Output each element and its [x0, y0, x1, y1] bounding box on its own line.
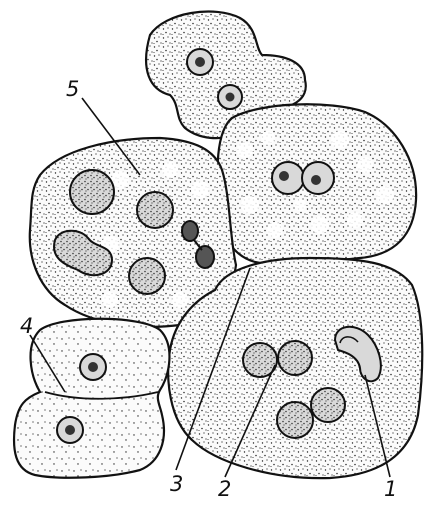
cell-right-upper	[217, 104, 416, 264]
cell-bottom-left	[14, 319, 169, 478]
callout-1: 1	[384, 477, 397, 501]
nucleolus	[195, 57, 205, 67]
lobed-nucleus	[182, 221, 198, 241]
nucleolus	[65, 425, 75, 435]
nucleolus	[279, 171, 289, 181]
callout-5: 5	[66, 77, 79, 101]
callout-2: 2	[218, 477, 231, 501]
lobed-nucleus	[196, 246, 214, 268]
nucleolus	[226, 93, 235, 102]
callout-3: 3	[170, 472, 183, 496]
nucleolus	[88, 362, 98, 372]
nucleolus	[311, 175, 321, 185]
callout-4: 4	[20, 314, 33, 338]
